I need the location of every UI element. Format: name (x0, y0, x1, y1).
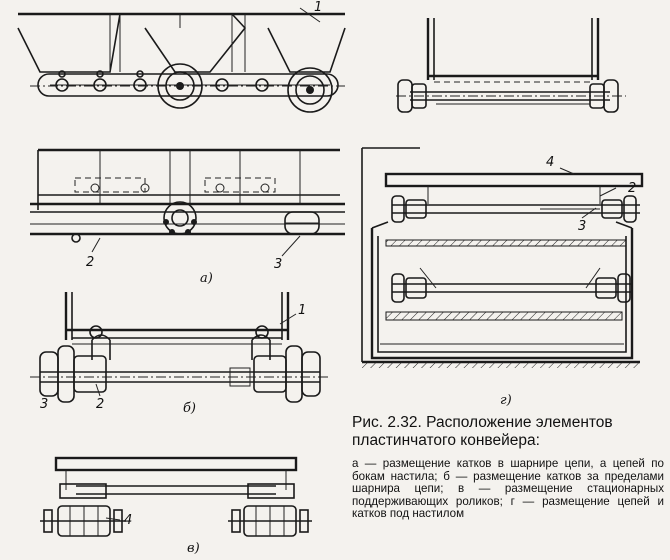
drawing-a-plan-view (30, 148, 345, 257)
part-label-b: б) (183, 401, 197, 416)
callout-g-3: 3 (578, 219, 587, 234)
callout-g-2: 2 (628, 181, 637, 196)
drawing-v (40, 456, 312, 537)
part-label-g: г) (500, 393, 512, 408)
callout-a-1: 1 (314, 0, 323, 15)
drawing-b (30, 292, 330, 403)
callout-a-2: 2 (86, 255, 95, 270)
caption-title: Рис. 2.32. Расположение элементов пласти… (352, 414, 613, 449)
callout-g-4: 4 (546, 155, 555, 170)
part-label-v: в) (187, 541, 200, 556)
part-label-a: а) (200, 271, 213, 286)
callout-v-4: 4 (124, 513, 133, 528)
drawing-a-side-view (17, 7, 346, 113)
callout-a-3: 3 (274, 257, 283, 272)
drawing-a-chain-pins (55, 70, 269, 92)
drawing-g-top (396, 18, 626, 113)
callout-b-3: 3 (40, 397, 49, 412)
figure-caption: Рис. 2.32. Расположение элементов пласти… (352, 414, 664, 521)
callout-b-1: 1 (298, 303, 307, 318)
callout-b-2: 2 (96, 397, 105, 412)
caption-body: а — размещение катков в шарнире цепи, а … (352, 457, 664, 521)
drawing-g-main (361, 147, 644, 368)
